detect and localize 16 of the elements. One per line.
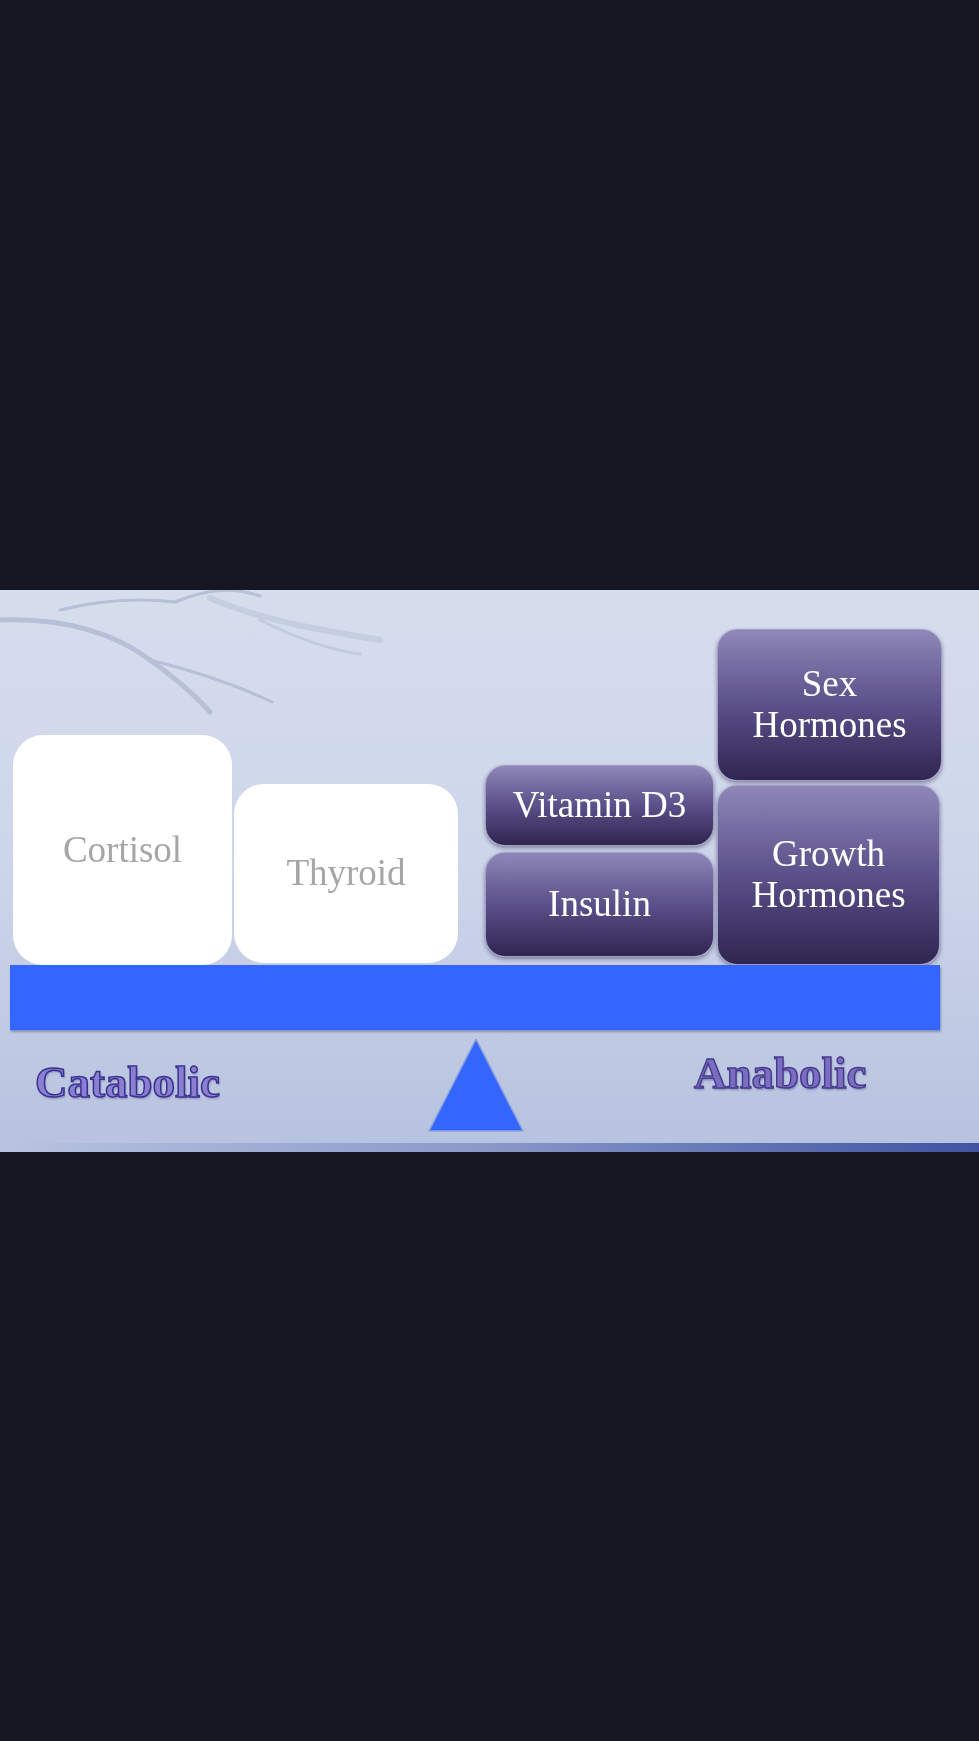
hormone-card [13, 735, 232, 965]
hormone-label: Growth Hormones [750, 834, 907, 916]
hormone-card [234, 784, 458, 963]
fulcrum-triangle [428, 1039, 524, 1133]
seesaw-beam [10, 965, 940, 1030]
hormone-block [717, 785, 940, 965]
hormone-label: Thyroid [286, 853, 406, 894]
catabolic-side-label: Catabolic [35, 1058, 220, 1108]
hormone-label: Insulin [548, 884, 651, 925]
hormone-block [485, 852, 714, 957]
hormone-label: Vitamin D3 [512, 785, 687, 826]
hormone-label: Sex Hormones [751, 664, 908, 746]
hormone-label: Cortisol [62, 829, 183, 871]
anabolic-side-label: Anabolic [694, 1049, 867, 1099]
hormone-block [717, 629, 942, 781]
hormone-block [485, 765, 714, 846]
